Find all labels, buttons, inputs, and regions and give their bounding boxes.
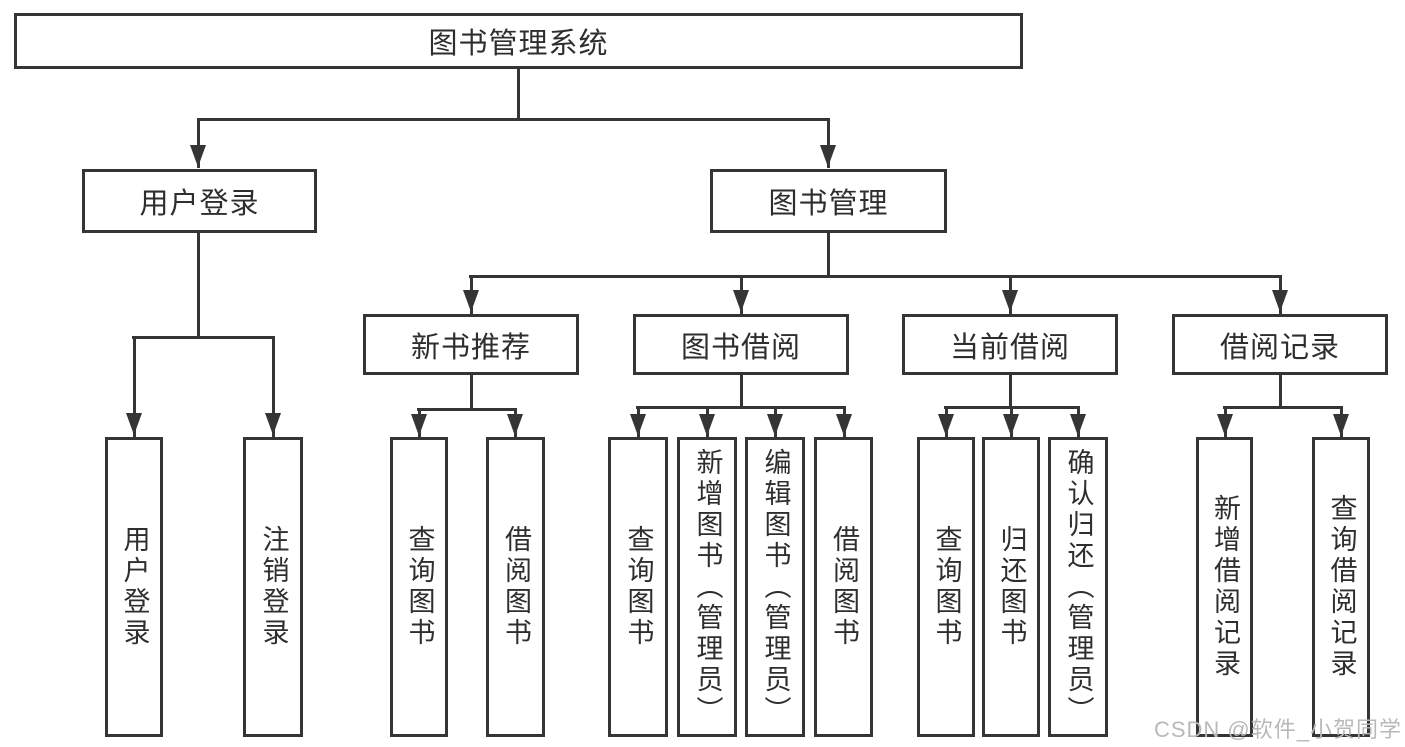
leaf-recommend-query-books: 查询图书 xyxy=(390,437,448,737)
leaf-logout: 注销登录 xyxy=(243,437,303,737)
arrow-icon xyxy=(938,414,954,436)
leaf-label: 新增借阅记录 xyxy=(1210,494,1240,680)
connector-stem xyxy=(740,375,743,406)
leaf-edit-books-admin: 编辑图书（管理员） xyxy=(745,437,805,737)
leaf-label: 借阅图书 xyxy=(501,525,531,649)
node-borrowing-records: 借阅记录 xyxy=(1172,314,1388,375)
connector-root-stem xyxy=(517,66,520,118)
node-current-borrowing: 当前借阅 xyxy=(902,314,1118,375)
leaf-label: 编辑图书（管理员） xyxy=(760,447,791,727)
node-label: 当前借阅 xyxy=(949,331,1070,364)
node-label: 新书推荐 xyxy=(410,331,531,364)
arrow-icon xyxy=(1070,414,1086,436)
connector-book-mgmt-stem xyxy=(827,233,830,277)
connector-stem xyxy=(1279,375,1282,406)
node-label: 图书管理系统 xyxy=(428,28,609,60)
leaf-recommend-borrow-books: 借阅图书 xyxy=(486,437,545,737)
connector-branch xyxy=(944,406,1080,409)
leaf-label: 注销登录 xyxy=(258,525,289,649)
leaf-borrowing-query-books: 查询图书 xyxy=(608,437,668,737)
arrow-icon xyxy=(1003,414,1019,436)
connector-stem xyxy=(470,375,473,408)
connector-stem xyxy=(1009,375,1012,406)
node-library-management-system: 图书管理系统 xyxy=(14,13,1023,69)
leaf-confirm-return-admin: 确认归还（管理员） xyxy=(1048,437,1108,737)
connector-branch xyxy=(417,408,517,411)
connector-user-login-branch xyxy=(132,336,275,339)
arrow-icon xyxy=(699,414,715,436)
node-new-book-recommend: 新书推荐 xyxy=(363,314,579,375)
leaf-add-books-admin: 新增图书（管理员） xyxy=(677,437,737,737)
node-label: 借阅记录 xyxy=(1219,331,1340,364)
connector-book-mgmt-drop xyxy=(827,118,830,168)
node-book-borrowing: 图书借阅 xyxy=(633,314,849,375)
leaf-label: 归还图书 xyxy=(996,525,1027,649)
leaf-label: 查询图书 xyxy=(931,525,962,649)
leaf-label: 新增图书（管理员） xyxy=(692,447,723,727)
leaf-label: 借阅图书 xyxy=(829,525,859,649)
leaf-label: 查询图书 xyxy=(404,525,435,649)
connector-user-login-stem xyxy=(197,233,200,336)
leaf-return-books: 归还图书 xyxy=(982,437,1040,737)
connector-branch xyxy=(1223,406,1343,409)
leaf-current-query-books: 查询图书 xyxy=(917,437,975,737)
arrow-icon xyxy=(411,414,427,436)
connector-drop xyxy=(133,338,136,437)
arrow-icon xyxy=(190,145,206,167)
arrow-icon xyxy=(126,413,142,435)
connector-level3-branch xyxy=(469,275,1282,278)
csdn-watermark: CSDN @软件_小贺同学 xyxy=(1153,717,1402,742)
arrow-icon xyxy=(733,290,749,312)
connector-drop xyxy=(272,338,275,437)
arrow-icon xyxy=(630,414,646,436)
node-label: 用户登录 xyxy=(139,188,260,220)
connector-level2-branch xyxy=(197,118,830,121)
node-label: 图书借阅 xyxy=(680,331,801,364)
leaf-label: 确认归还（管理员） xyxy=(1063,447,1094,727)
leaf-label: 查询图书 xyxy=(623,525,654,649)
node-book-management: 图书管理 xyxy=(710,169,947,233)
arrow-icon xyxy=(767,414,783,436)
leaf-label: 用户登录 xyxy=(119,525,150,649)
connector-branch xyxy=(636,406,846,409)
arrow-icon xyxy=(1217,414,1233,436)
arrow-icon xyxy=(820,145,836,167)
arrow-icon xyxy=(1002,290,1018,312)
leaf-label: 查询借阅记录 xyxy=(1326,494,1357,680)
node-user-login: 用户登录 xyxy=(82,169,317,233)
arrow-icon xyxy=(265,413,281,435)
node-label: 图书管理 xyxy=(768,188,889,220)
leaf-user-login: 用户登录 xyxy=(105,437,163,737)
leaf-query-borrow-record: 查询借阅记录 xyxy=(1312,437,1370,737)
arrow-icon xyxy=(1333,414,1349,436)
connector-user-login-drop xyxy=(197,118,200,168)
leaf-add-borrow-record: 新增借阅记录 xyxy=(1196,437,1253,737)
arrow-icon xyxy=(836,414,852,436)
arrow-icon xyxy=(463,290,479,312)
leaf-borrowing-borrow-books: 借阅图书 xyxy=(814,437,873,737)
arrow-icon xyxy=(1272,290,1288,312)
arrow-icon xyxy=(507,414,523,436)
